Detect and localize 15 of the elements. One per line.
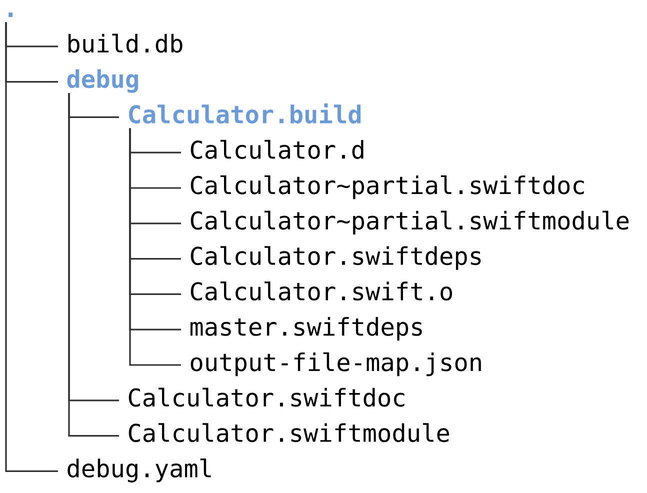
folder-name: Calculator.build <box>129 103 361 124</box>
file-name: output-file-map.json <box>190 352 481 376</box>
file-name: Calculator.swift.o <box>190 282 452 301</box>
file-name: Calculator~partial.swiftmodule <box>190 210 629 234</box>
tree-connector <box>5 22 58 472</box>
file-name: build.db <box>68 34 182 53</box>
file-name: Calculator.swiftmodule <box>128 423 450 442</box>
file-name: debug.yaml <box>68 458 211 482</box>
file-name: Calculator.swiftdeps <box>190 246 481 270</box>
file-name: master.swiftdeps <box>190 317 422 341</box>
file-name: Calculator.d <box>190 140 364 159</box>
folder-name: debug <box>67 69 138 93</box>
file-name: Calculator~partial.swiftdoc <box>190 175 584 200</box>
folder-name: . <box>8 12 13 17</box>
file-name: Calculator.swiftdoc <box>128 388 404 407</box>
